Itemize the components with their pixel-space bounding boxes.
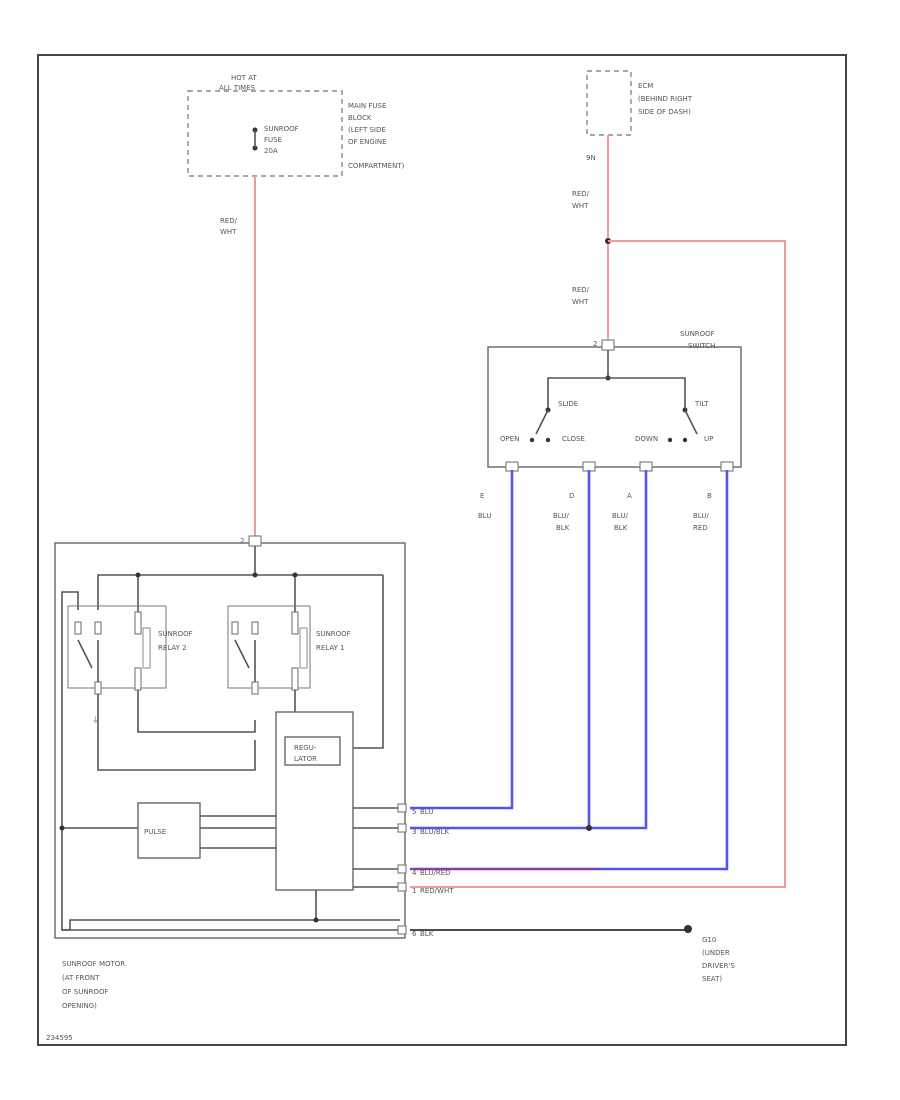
footer-code: 234595 — [46, 1034, 73, 1042]
motor-pin6-wire: BLK — [420, 930, 434, 938]
fuse-block-location-1: MAIN FUSE — [348, 102, 386, 110]
fuse-rating-label: 20A — [264, 147, 278, 155]
fuse-name-label: SUNROOF — [264, 125, 299, 133]
ecm-wire-color-2: WHT — [572, 202, 589, 210]
relay2-label-2: RELAY 2 — [158, 644, 187, 652]
regulator-label-2: LATOR — [294, 755, 317, 763]
switch-name-2: SWITCH — [688, 342, 715, 350]
ground-location-3: SEAT) — [702, 975, 722, 983]
switch-feed-color-1: RED/ — [572, 286, 590, 294]
fuse-wire-color-2: WHT — [220, 228, 237, 236]
ground-location-1: (UNDER — [702, 949, 730, 957]
ground-location-2: DRIVER'S — [702, 962, 735, 970]
fuse-block-location-3: (LEFT SIDE — [348, 126, 386, 134]
switch-out-pin-a: A — [627, 492, 632, 500]
relay1-label-2: RELAY 1 — [316, 644, 345, 652]
wire-blu-blk-a — [410, 470, 648, 830]
switch-out-pin-e: E — [480, 492, 484, 500]
switch-out-color-a-2: BLK — [614, 524, 628, 532]
switch-out-color-b-2: RED — [693, 524, 708, 532]
fuse-block-location-2: BLOCK — [348, 114, 372, 122]
motor-location-1: SUNROOF MOTOR — [62, 960, 125, 968]
motor-location-2: (AT FRONT — [62, 974, 100, 982]
motor-pin3-wire: BLU/BLK — [420, 828, 450, 836]
switch-out-color-d-1: BLU/ — [553, 512, 569, 520]
ground-label: G10 — [702, 936, 716, 944]
switch-down-label: DOWN — [635, 435, 658, 443]
relay1-label-1: SUNROOF — [316, 630, 351, 638]
fuse-wire-color-1: RED/ — [220, 217, 238, 225]
diagram-frame — [37, 54, 847, 1046]
ecm-block: ECM (BEHIND RIGHT SIDE OF DASH) 9N — [586, 70, 693, 162]
fuse-line2-label: FUSE — [264, 136, 282, 144]
motor-pin5-label: 5 — [412, 808, 416, 816]
motor-pin6-label: 6 — [412, 930, 417, 938]
switch-open-label: OPEN — [500, 435, 519, 443]
motor-pin4-label: 4 — [412, 869, 417, 877]
ecm-label: ECM — [638, 82, 653, 90]
switch-out-color-b-1: BLU/ — [693, 512, 709, 520]
wire-blu — [410, 470, 514, 810]
motor-location-3: OF SUNROOF — [62, 988, 108, 996]
relay2-label-1: SUNROOF — [158, 630, 193, 638]
switch-pin-label: 2 — [593, 340, 597, 348]
motor-pin5-wire: BLU — [420, 808, 433, 816]
motor-pin-label: 2 — [240, 537, 244, 545]
switch-out-pin-b: B — [707, 492, 712, 500]
sunroof-switch: 2 SUNROOF SWITCH SLIDE TILT OPEN CLOSE D… — [487, 330, 742, 472]
tilt-label: TILT — [694, 400, 709, 408]
ecm-location-1: (BEHIND RIGHT — [638, 95, 693, 103]
slide-label: SLIDE — [558, 400, 578, 408]
switch-out-color-e: BLU — [478, 512, 491, 520]
sunroof-motor: 2 SUNROOF RELAY 2 ⏚ S — [54, 535, 454, 1010]
motor-location-4: OPENING) — [62, 1002, 97, 1010]
switch-up-label: UP — [704, 435, 713, 443]
main-fuse-block: HOT AT ALL TIMES SUNROOF FUSE 20A MAIN F… — [187, 74, 405, 177]
switch-name-1: SUNROOF — [680, 330, 715, 338]
pulse-label: PULSE — [144, 828, 166, 836]
ecm-location-2: SIDE OF DASH) — [638, 108, 691, 116]
motor-pin4-wire: BLU/RED — [420, 869, 451, 877]
regulator-label-1: REGU- — [294, 744, 317, 752]
switch-close-label: CLOSE — [562, 435, 585, 443]
hot-at-label: HOT AT — [231, 74, 258, 82]
ecm-wire-color-1: RED/ — [572, 190, 590, 198]
motor-pin3-label: 3 — [412, 828, 416, 836]
all-times-label: ALL TIMES — [219, 84, 256, 92]
ecm-to-motor-redwht-wire — [410, 240, 786, 888]
switch-feed-color-2: WHT — [572, 298, 589, 306]
switch-out-color-a-1: BLU/ — [612, 512, 628, 520]
motor-pin1-label: 1 — [412, 887, 416, 895]
fuse-block-location-4: OF ENGINE — [348, 138, 387, 146]
motor-pin1-wire: RED/WHT — [420, 887, 454, 895]
switch-out-pin-d: D — [569, 492, 574, 500]
switch-out-color-d-2: BLK — [556, 524, 570, 532]
svg-text:⏚: ⏚ — [92, 716, 99, 724]
ecm-pin-label: 9N — [586, 154, 596, 162]
ground-point — [684, 925, 692, 933]
fuse-block-location-5: COMPARTMENT) — [348, 162, 405, 170]
